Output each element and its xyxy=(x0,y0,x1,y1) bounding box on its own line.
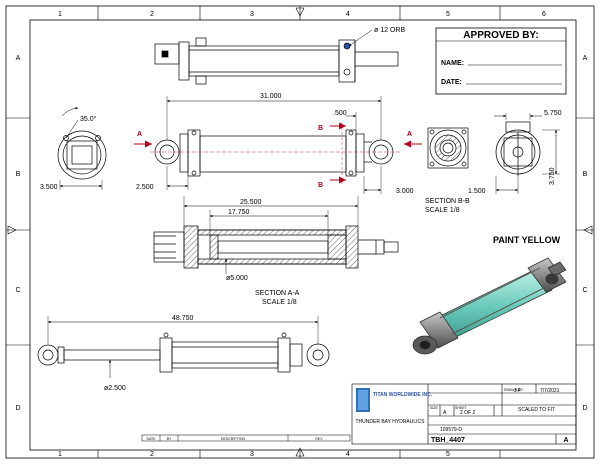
dim-rod: ø2.500 xyxy=(104,385,126,392)
extended-view xyxy=(37,332,330,373)
section-b-scale: SCALE 1/8 xyxy=(425,207,460,214)
zone-row-d: D xyxy=(15,405,20,412)
approval-title: APPROVED BY: xyxy=(463,30,538,41)
left-end-view xyxy=(57,119,107,180)
zone-col-5-bottom: 5 xyxy=(446,451,450,458)
zone-row-c: C xyxy=(15,287,20,294)
section-b-top-letter: B xyxy=(318,125,323,132)
dim-48750: 48.750 xyxy=(172,315,194,322)
zone-row-a: A xyxy=(16,55,21,62)
title-block xyxy=(351,383,577,445)
name-label: NAME: xyxy=(441,60,464,67)
zone-col-6: 6 xyxy=(542,11,546,18)
drawing-number: 109579-D xyxy=(440,427,462,433)
dim-31000: 31.000 xyxy=(260,93,282,100)
zone-col-2-bottom: 2 xyxy=(150,451,154,458)
zone-row-c-right: C xyxy=(582,287,587,294)
dim-25500: 25.500 xyxy=(240,199,262,206)
zone-col-4-bottom: 4 xyxy=(346,451,350,458)
size-label: SIZE xyxy=(430,406,438,410)
angle-arc xyxy=(61,106,79,117)
section-a-title: SECTION A-A xyxy=(255,290,300,297)
date-label: DATE: xyxy=(441,79,462,86)
orb-callout: ø 12 ORB xyxy=(374,27,405,34)
zone-col-2: 2 xyxy=(150,11,154,18)
section-b-bottom-letter: B xyxy=(318,182,323,189)
main-side-view xyxy=(154,129,394,177)
zone-col-3: 3 xyxy=(250,11,254,18)
dim-3000: 3.000 xyxy=(396,188,414,195)
zone-col-1-bottom: 1 xyxy=(58,451,62,458)
company-name: TITAN WORLDWIDE INC. xyxy=(373,392,433,398)
dim-5750: 5.750 xyxy=(544,110,562,117)
center-markers xyxy=(7,7,593,457)
dim-500: .500 xyxy=(333,110,347,117)
dim-3750: 3.750 xyxy=(549,167,556,185)
drawing-date: 7/7/2021 xyxy=(540,388,560,394)
dim-1500: 1.500 xyxy=(468,188,486,195)
inner-frame xyxy=(29,19,577,451)
zone-col-3-bottom: 3 xyxy=(250,451,254,458)
part-number: TBH_4407 xyxy=(431,437,465,444)
top-view xyxy=(154,37,399,85)
drawn-by: J.F xyxy=(514,388,521,394)
revision-value: A xyxy=(563,437,568,444)
section-b-view xyxy=(427,127,469,169)
scale-value: SCALED TO FIT xyxy=(518,407,555,413)
rev-col-by: BY xyxy=(167,437,172,441)
rev-col-description: DESCRIPTION xyxy=(221,437,245,441)
dim-2500: 2.500 xyxy=(136,184,154,191)
zone-row-d-right: D xyxy=(582,405,587,412)
section-a-view xyxy=(153,225,399,269)
orb-leader xyxy=(348,29,373,47)
zone-col-4: 4 xyxy=(346,11,350,18)
zone-row-b-right: B xyxy=(583,171,588,178)
company-logo xyxy=(356,388,370,412)
rev-col-date: DATE xyxy=(146,437,156,441)
size-value: A xyxy=(443,410,447,416)
company-tagline: THUNDER BAY HYDRAULICS xyxy=(356,419,426,425)
right-end-view xyxy=(495,121,541,176)
approval-box: APPROVED BY: NAME: DATE: xyxy=(435,27,567,95)
zone-col-1: 1 xyxy=(58,11,62,18)
dim-angle: 35.0° xyxy=(80,115,97,123)
zone-row-b: B xyxy=(16,171,21,178)
zone-row-a-right: A xyxy=(583,55,588,62)
paint-note: PAINT YELLOW xyxy=(493,235,561,245)
rev-col-rev: REV xyxy=(315,437,323,441)
drawn-by-label: DRAWN BY xyxy=(504,388,523,392)
isometric-view xyxy=(412,257,567,355)
zone-ticks xyxy=(6,6,594,458)
section-a-right-letter: A xyxy=(407,131,412,138)
section-a-scale: SCALE 1/8 xyxy=(262,299,297,306)
dim-17750: 17.750 xyxy=(228,209,250,216)
section-a-left-letter: A xyxy=(137,131,142,138)
dim-bore: ø5.000 xyxy=(226,275,248,282)
zone-col-5: 5 xyxy=(446,11,450,18)
sheet-label: SHEET xyxy=(455,406,468,410)
sheet-value: 2 OF 2 xyxy=(460,410,476,416)
dim-3500: 3.500 xyxy=(40,184,58,191)
revision-strip xyxy=(141,434,351,442)
section-b-title: SECTION B-B xyxy=(425,198,470,205)
